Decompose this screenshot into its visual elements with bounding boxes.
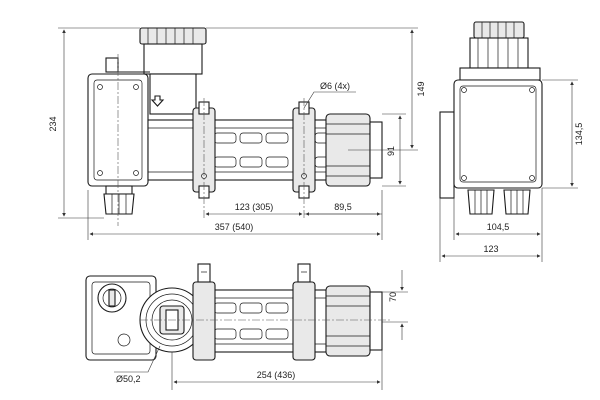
dim-side-width: 123 [483,244,498,254]
dim-pipe-diameter: Ø50,2 [116,374,141,384]
front-view [87,27,383,226]
plan-view [85,263,390,361]
side-view [439,21,543,215]
dim-bracket-spacing: 123 (305) [235,202,274,212]
plan-dimensions [114,270,408,390]
dim-height-total: 234 [48,116,58,131]
dim-bottom-height: 70 [388,292,398,302]
dim-hole-diameter: Ø6 (4x) [320,81,350,91]
side-dimensions [439,79,578,262]
dim-total-length: 357 (540) [215,222,254,232]
dim-end-length: 89,5 [334,202,352,212]
front-dimensions [58,27,418,240]
dim-bottom-length: 254 (436) [257,370,296,380]
dim-box-width: 104,5 [487,222,510,232]
dim-height-body: 91 [386,146,396,156]
dim-height-upper: 149 [416,81,426,96]
dim-box-height: 134,5 [574,123,584,146]
